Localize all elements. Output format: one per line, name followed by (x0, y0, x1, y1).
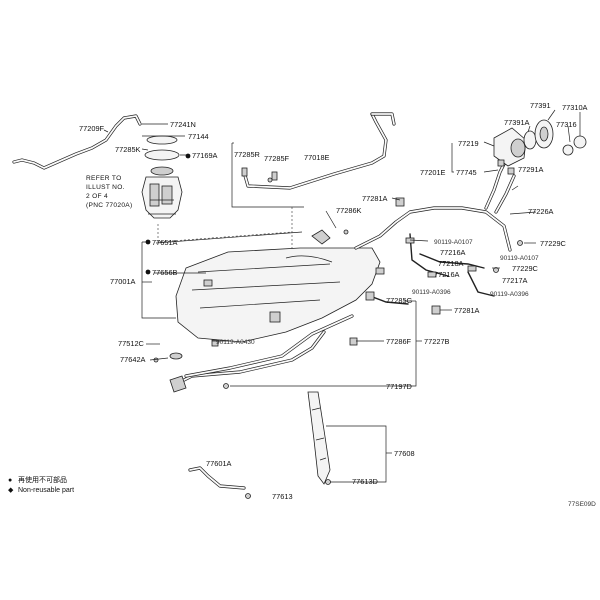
part-label[interactable]: 77218A (438, 259, 464, 268)
part-label[interactable]: 77219 (458, 139, 479, 148)
part-label[interactable]: 77642A (120, 355, 146, 364)
part-label[interactable]: 77285K (115, 145, 141, 154)
part-label[interactable]: 77291A (518, 165, 544, 174)
legend-symbol-2: ◆ (8, 487, 14, 494)
part-label[interactable]: 77144 (188, 132, 209, 141)
part-label[interactable]: 77216A (440, 248, 466, 257)
part-label[interactable]: 77601A (206, 459, 232, 468)
part-label[interactable]: 90119-A0396 (412, 289, 451, 296)
part-label[interactable]: 77286K (336, 206, 362, 215)
part-label[interactable]: 77310A (562, 103, 588, 112)
reference-note-line-4: (PNC 77020A) (86, 202, 132, 209)
part-label[interactable]: 77391A (504, 118, 530, 127)
legend-text-1: 再使用不可部品 (18, 475, 67, 484)
reference-note-line-1: REFER TO (86, 175, 122, 182)
part-label[interactable]: 77285F (264, 154, 290, 163)
fuel-tank (175, 229, 381, 343)
part-label[interactable]: 77169A (192, 151, 218, 160)
part-label[interactable]: 77286F (386, 337, 412, 346)
non-reusable-markers (145, 153, 191, 275)
fasteners (153, 177, 405, 389)
part-label[interactable]: 90119-A0107 (434, 239, 473, 246)
part-label[interactable]: 77227B (424, 337, 450, 346)
right-hoses (365, 233, 523, 315)
part-label[interactable]: 90119-A0396 (490, 291, 529, 298)
part-label[interactable]: 77241N (170, 120, 196, 129)
part-label[interactable]: 77745 (456, 168, 477, 177)
legend-symbol-1: ● (8, 477, 12, 484)
part-label[interactable]: 77209F (79, 124, 105, 133)
vent-line-77209F (12, 114, 142, 170)
part-label[interactable]: 77229C (512, 264, 539, 273)
dashed-box-77018E (231, 112, 396, 208)
part-label[interactable]: 77651A (152, 238, 178, 247)
part-label[interactable]: 77018E (304, 153, 330, 162)
part-label[interactable]: 77229C (540, 239, 567, 248)
part-label[interactable]: 77226A (528, 207, 554, 216)
part-label[interactable]: 77613D (352, 477, 378, 486)
part-label[interactable]: 77285R (234, 150, 260, 159)
leader-pump-to-tank (157, 207, 293, 272)
part-label[interactable]: 77217A (502, 276, 528, 285)
protector-77601A (188, 466, 251, 499)
reference-note: REFER TO ILLUST NO. 2 OF 4 (PNC 77020A) (86, 175, 132, 209)
part-label[interactable]: 77613 (272, 492, 293, 501)
part-label[interactable]: 77512C (118, 339, 145, 348)
part-label[interactable]: 77316 (556, 120, 577, 129)
part-label[interactable]: 77391 (530, 101, 551, 110)
reference-note-line-3: 2 OF 4 (86, 193, 108, 200)
part-label[interactable]: 77281A (362, 194, 388, 203)
bracket-77608 (307, 391, 331, 485)
legend: ● 再使用不可部品 ◆ Non-reusable part (8, 475, 74, 494)
part-label[interactable]: 90119-A0430 (216, 339, 255, 346)
part-label[interactable]: 77281A (454, 306, 480, 315)
part-label[interactable]: 77197D (386, 382, 412, 391)
part-label[interactable]: 77201E (420, 168, 446, 177)
part-label[interactable]: 77608 (394, 449, 415, 458)
illustration-code: 77SE09D (568, 501, 596, 508)
part-labels: 77209F 77241N 77144 77285K 77169A 77285R… (79, 101, 588, 501)
part-label[interactable]: 77285G (386, 296, 413, 305)
part-label[interactable]: 77001A (110, 277, 136, 286)
fuel-pump-assembly (141, 135, 183, 219)
filler-neck-parts (493, 119, 587, 175)
reference-note-line-2: ILLUST NO. (86, 184, 125, 191)
part-label[interactable]: 77216A (434, 270, 460, 279)
tank-band-77642A (169, 314, 354, 393)
part-label[interactable]: 90119-A0107 (500, 255, 539, 262)
legend-text-2: Non-reusable part (18, 487, 74, 494)
part-label[interactable]: 77656B (152, 268, 178, 277)
